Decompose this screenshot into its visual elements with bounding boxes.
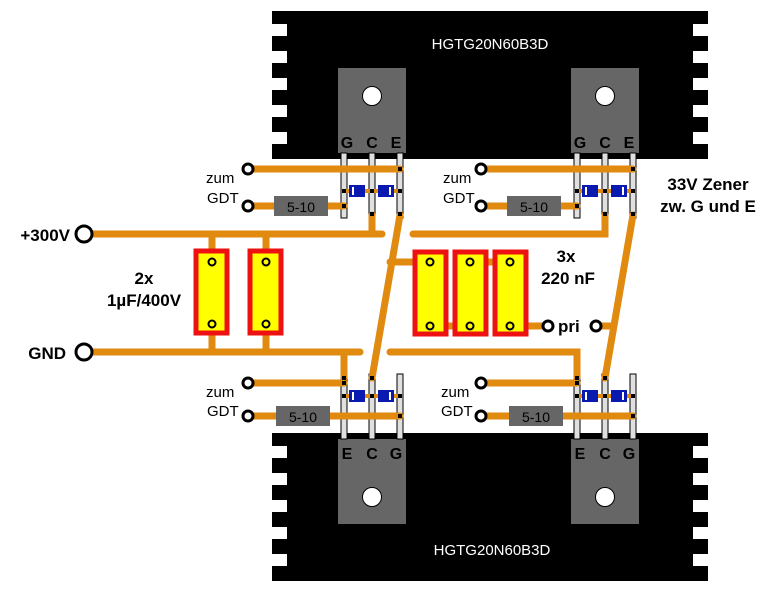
terminal-gdt-tr-2[interactable] xyxy=(474,199,488,213)
label-gdt-tl-1: zum xyxy=(206,170,234,187)
label-gdt-bl-2: GDT xyxy=(207,403,239,420)
terminal-gdt-tl-2[interactable] xyxy=(241,199,255,213)
trace-diagonal-left xyxy=(368,211,404,382)
zener-diodes xyxy=(349,185,627,402)
heatsink-top-label: HGTG20N60B3D xyxy=(432,36,549,53)
label-bulk-count: 2x xyxy=(135,269,154,288)
svg-text:5-10: 5-10 xyxy=(520,199,548,215)
terminal-gdt-tr-1[interactable] xyxy=(474,162,488,176)
capacitor-bulk-1 xyxy=(193,248,230,336)
terminal-pri-2[interactable] xyxy=(589,319,603,333)
pin-label-g: G xyxy=(623,446,635,463)
terminal-gnd[interactable] xyxy=(74,342,94,362)
terminal-plus-300v[interactable] xyxy=(74,224,94,244)
svg-text:5-10: 5-10 xyxy=(289,409,317,425)
svg-text:5-10: 5-10 xyxy=(522,409,550,425)
terminal-gdt-bl-2[interactable] xyxy=(241,409,255,423)
pin-label-e: E xyxy=(391,135,402,152)
trace-bottom-right-emitter xyxy=(386,348,581,382)
capacitor-snubber-3 xyxy=(492,249,529,337)
pin-label-c: C xyxy=(599,446,611,463)
transistor-top-left: G C E xyxy=(338,68,406,153)
label-gdt-tl-2: GDT xyxy=(207,190,239,207)
gate-resistor-bottom-right: 5-10 xyxy=(509,406,563,426)
pin-label-e: E xyxy=(342,446,353,463)
pin-label-c: C xyxy=(366,135,378,152)
label-pri: pri xyxy=(558,317,580,336)
label-gnd: GND xyxy=(28,344,66,363)
transistor-legs xyxy=(340,152,637,440)
label-snubber-count: 3x xyxy=(557,247,576,266)
pin-label-e: E xyxy=(624,135,635,152)
heatsink-top: HGTG20N60B3D xyxy=(272,11,708,159)
trace-top-right-collector xyxy=(409,211,609,238)
pin-label-e: E xyxy=(575,446,586,463)
solder-dots xyxy=(342,167,635,418)
capacitor-bulk-2 xyxy=(247,248,284,336)
rail-gnd xyxy=(89,326,364,382)
pin-label-c: C xyxy=(599,135,611,152)
label-snubber-value: 220 nF xyxy=(541,269,595,288)
gate-resistor-top-left: 5-10 xyxy=(274,196,328,216)
label-zener-line2: zw. G und E xyxy=(660,197,756,216)
terminal-gdt-bl-1[interactable] xyxy=(241,376,255,390)
label-gdt-tr-2: GDT xyxy=(443,190,475,207)
transistor-bottom-left: E C G xyxy=(338,439,406,524)
label-gdt-bl-1: zum xyxy=(206,384,234,401)
gate-resistor-top-right: 5-10 xyxy=(507,196,561,216)
pin-label-g: G xyxy=(574,135,586,152)
heatsink-bottom: HGTG20N60B3D xyxy=(272,433,708,581)
transistor-bottom-right: E C G xyxy=(571,439,639,524)
heatsink-bottom-label: HGTG20N60B3D xyxy=(434,542,551,559)
capacitor-snubber-1 xyxy=(412,249,449,337)
gate-resistor-bottom-left: 5-10 xyxy=(276,406,330,426)
pin-label-g: G xyxy=(341,135,353,152)
label-plus-300v: +300V xyxy=(20,226,70,245)
terminal-gdt-br-1[interactable] xyxy=(474,376,488,390)
pin-label-c: C xyxy=(366,446,378,463)
rail-plus-300v xyxy=(89,211,386,260)
svg-text:5-10: 5-10 xyxy=(287,199,315,215)
label-gdt-br-1: zum xyxy=(441,384,469,401)
label-zener-line1: 33V Zener xyxy=(667,175,749,194)
capacitor-snubber-2 xyxy=(452,249,489,337)
terminal-pri-1[interactable] xyxy=(541,319,555,333)
trace-diagonal-right xyxy=(601,211,637,382)
pin-label-g: G xyxy=(390,446,402,463)
terminal-gdt-br-2[interactable] xyxy=(474,409,488,423)
label-gdt-br-2: GDT xyxy=(441,403,473,420)
transistor-top-right: G C E xyxy=(571,68,639,153)
label-bulk-value: 1µF/400V xyxy=(107,291,182,310)
label-gdt-tr-1: zum xyxy=(443,170,471,187)
terminal-gdt-tl-1[interactable] xyxy=(241,162,255,176)
